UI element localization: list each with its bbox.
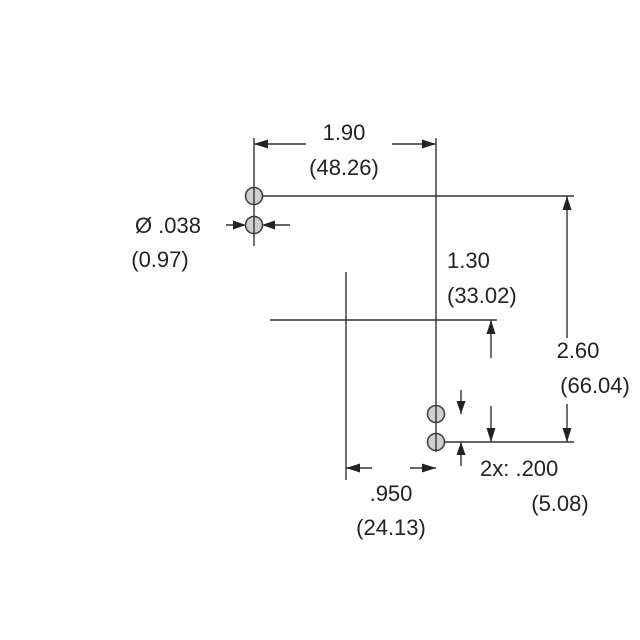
offset-label-inch: .950 <box>370 481 413 506</box>
arrowhead <box>233 220 246 230</box>
diameter-label-mm: (0.97) <box>131 247 188 272</box>
arrowhead <box>486 320 496 334</box>
arrowhead <box>254 139 268 149</box>
arrowhead <box>486 428 496 442</box>
arrowhead <box>456 442 466 455</box>
arrowhead <box>346 463 360 473</box>
total-height-label-inch: 2.60 <box>557 338 600 363</box>
offset-label-mm: (24.13) <box>356 515 426 540</box>
arrowhead <box>422 463 436 473</box>
spacing-label-inch: 2x: .200 <box>480 456 558 481</box>
width-label-mm: (48.26) <box>309 155 379 180</box>
mid-height-label-mm: (33.02) <box>447 283 517 308</box>
arrowhead <box>422 139 436 149</box>
diameter-label-inch: Ø .038 <box>135 213 201 238</box>
arrowhead <box>562 196 572 210</box>
spacing-label-mm: (5.08) <box>531 491 588 516</box>
mid-height-label-inch: 1.30 <box>447 248 490 273</box>
arrowhead <box>562 428 572 442</box>
arrowhead <box>262 220 275 230</box>
width-label-inch: 1.90 <box>323 120 366 145</box>
arrowhead <box>456 401 466 414</box>
total-height-label-mm: (66.04) <box>560 373 630 398</box>
